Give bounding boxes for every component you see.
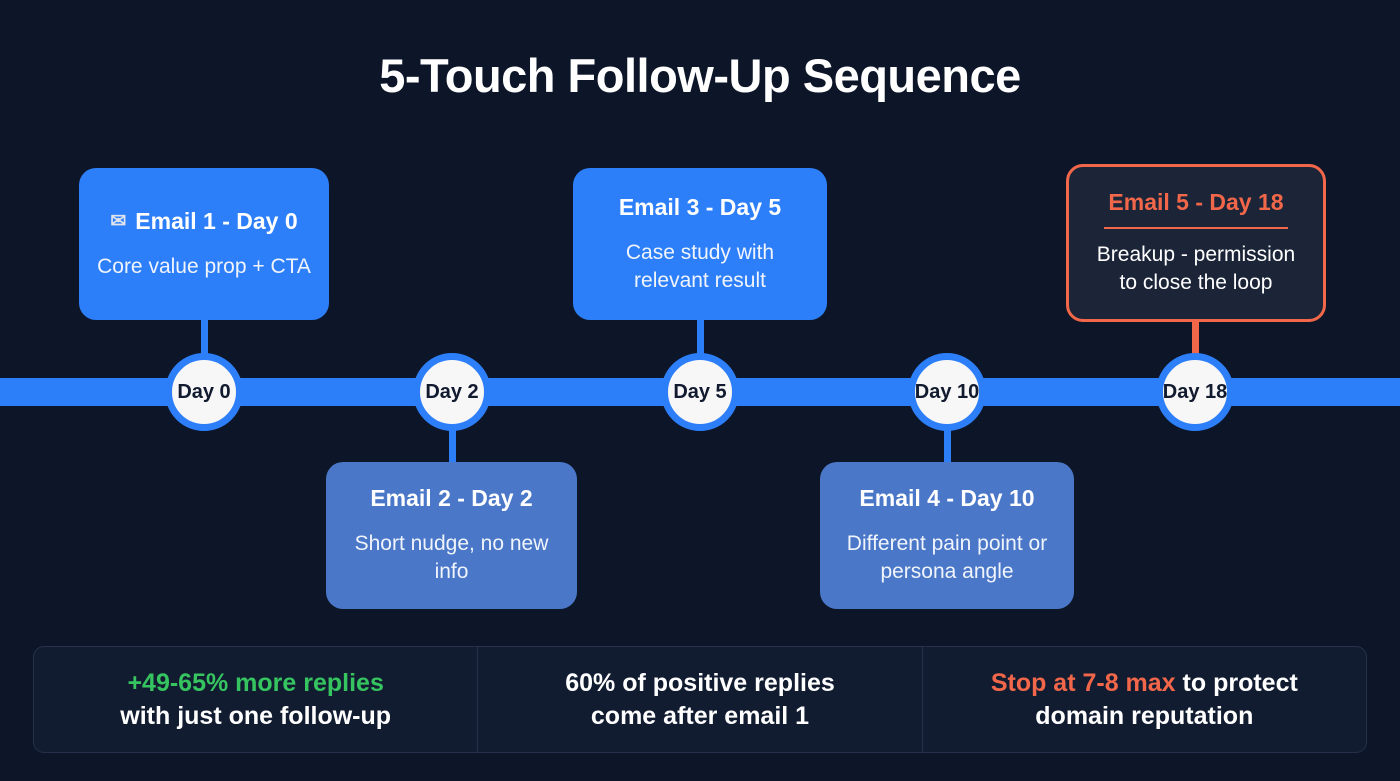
- card-connector: [201, 320, 208, 362]
- page-title: 5-Touch Follow-Up Sequence: [379, 49, 1021, 102]
- stat-line-primary: 60% of positive replies: [565, 667, 835, 700]
- email-card-description: Short nudge, no new info: [354, 532, 549, 583]
- email-card-title: Email 5 - Day 18: [1108, 189, 1283, 216]
- timeline-node-day-5: Day 5: [661, 353, 739, 431]
- email-card-title-text: Email 2 - Day 2: [370, 485, 533, 512]
- email-card-title: Email 2 - Day 2: [370, 485, 532, 512]
- stat-line-secondary: with just one follow-up: [120, 701, 392, 730]
- timeline-node-label: Day 2: [425, 380, 479, 403]
- stat-highlight: Stop at 7-8 max: [990, 669, 1176, 697]
- stat-bar: +49-65% more replies with just one follow…: [33, 646, 1367, 753]
- stat-panel-2: 60% of positive replies come after email …: [477, 647, 921, 752]
- email-card-title-text: Email 4 - Day 10: [859, 485, 1035, 512]
- envelope-icon: ✉: [110, 210, 127, 232]
- email-card-divider: [1104, 227, 1288, 230]
- email-card-title: Email 4 - Day 10: [859, 485, 1034, 512]
- stat-panel-1: +49-65% more replies with just one follow…: [34, 647, 477, 752]
- email-card-title-text: Email 5 - Day 18: [1108, 189, 1284, 216]
- email-card-title: ✉ Email 1 - Day 0: [110, 208, 297, 235]
- timeline-node-label: Day 18: [1162, 380, 1228, 403]
- email-card-description: Case study with relevant result: [625, 240, 775, 292]
- email-card-title-text: Email 3 - Day 5: [618, 193, 782, 220]
- stat-line-primary: Stop at 7-8 max to protect: [991, 667, 1298, 700]
- email-card-description: Core value prop + CTA: [97, 254, 311, 278]
- stat-primary-rest: 60% of positive replies: [565, 669, 835, 697]
- email-card-2[interactable]: Email 2 - Day 2 Short nudge, no new info: [326, 462, 577, 609]
- stat-highlight: +49-65% more replies: [127, 669, 384, 697]
- email-card-title-text: Email 1 - Day 0: [135, 207, 298, 234]
- timeline-node-label: Day 5: [673, 380, 727, 403]
- email-card-4[interactable]: Email 4 - Day 10 Different pain point or …: [820, 462, 1074, 609]
- card-connector: [944, 420, 951, 462]
- email-card-description: Different pain point or persona angle: [846, 532, 1048, 583]
- timeline-node-day-0: Day 0: [165, 353, 243, 431]
- stat-primary-rest: to protect: [1175, 669, 1298, 697]
- stat-line-secondary: domain reputation: [1035, 701, 1254, 730]
- email-card-title: Email 3 - Day 5: [619, 194, 781, 221]
- stat-line-primary: +49-65% more replies: [127, 667, 383, 700]
- email-card-description: Breakup - permission to close the loop: [1096, 243, 1296, 294]
- stat-line-secondary: come after email 1: [590, 701, 810, 730]
- timeline-node-day-18: Day 18: [1156, 353, 1234, 431]
- timeline-node-label: Day 10: [914, 380, 980, 403]
- card-connector: [1192, 322, 1199, 362]
- card-connector: [697, 320, 704, 362]
- timeline-node-day-2: Day 2: [413, 353, 491, 431]
- card-connector: [449, 420, 456, 462]
- email-card-3[interactable]: Email 3 - Day 5 Case study with relevant …: [573, 168, 827, 320]
- email-card-1[interactable]: ✉ Email 1 - Day 0 Core value prop + CTA: [79, 168, 329, 320]
- email-card-5[interactable]: Email 5 - Day 18 Breakup - permission to …: [1066, 164, 1326, 322]
- timeline-node-day-10: Day 10: [908, 353, 986, 431]
- timeline-node-label: Day 0: [177, 380, 231, 403]
